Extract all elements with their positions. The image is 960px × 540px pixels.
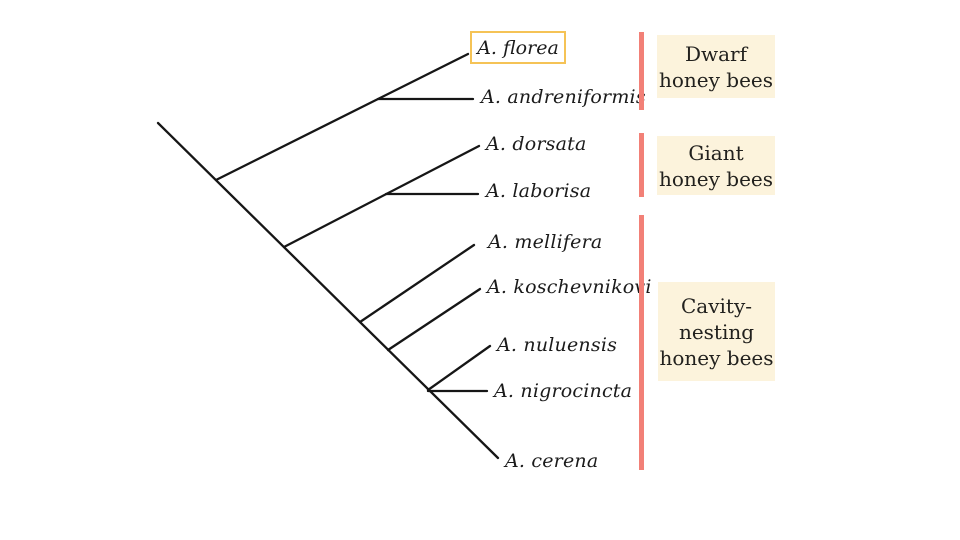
species-label-nuluensis: A. nuluensis [497,334,618,356]
species-label-mellifera: A. mellifera [488,231,603,253]
group-label-dwarf-honey-bees: Dwarf honey bees [657,35,775,98]
group-label-line: honey bees [658,67,774,92]
branch-main-backbone [156,121,500,460]
species-label-andreniformis: A. andreniformis [481,86,646,108]
branch-dwarf-clade-florea [214,52,470,182]
group-label-line: nesting [678,319,755,344]
species-highlight-box-florea: A. florea [470,31,566,64]
branch-nuluensis [426,344,492,392]
group-label-line: honey bees [658,166,774,191]
group-label-cavity-nesting-honey-bees: Cavity- nesting honey bees [658,282,775,381]
clade-bar-cavity-nesting-honey-bees [639,215,644,470]
branch-mellifera [358,243,476,324]
species-label-laborisa: A. laborisa [486,180,592,202]
species-label-cerena: A. cerena [505,450,599,472]
clade-bar-giant-honey-bees [639,133,644,197]
species-label-nigrocincta: A. nigrocincta [494,380,633,402]
species-label-dorsata: A. dorsata [486,133,587,155]
branch-giant-clade-dorsata [282,144,481,249]
group-label-line: honey bees [659,345,774,370]
group-label-line: Cavity- [680,293,752,318]
species-label-florea: A. florea [477,36,559,59]
group-label-giant-honey-bees: Giant honey bees [657,136,775,195]
group-label-line: Dwarf [684,41,748,66]
branch-koschevnikovi [386,287,482,352]
species-label-koschevnikovi: A. koschevnikovi [487,276,652,298]
group-label-line: Giant [688,140,744,165]
clade-bar-dwarf-honey-bees [639,32,644,110]
